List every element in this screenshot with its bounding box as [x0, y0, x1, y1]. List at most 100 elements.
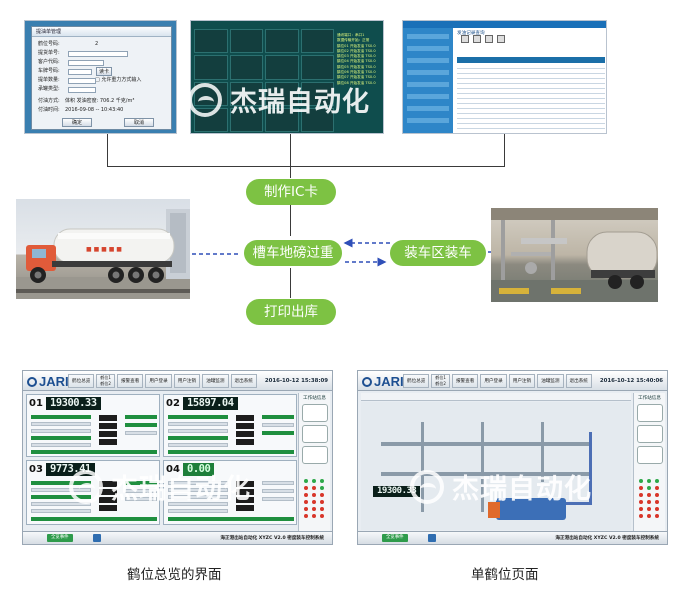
- tab-logout[interactable]: 用户注销: [173, 374, 201, 388]
- dialog-row: 承罐类型:: [38, 86, 60, 92]
- bay-number: 04: [166, 464, 180, 475]
- dialog-row: 付油方式:体积 发油密度: 706.2 千克/m³: [38, 98, 135, 104]
- tanker-truck-illustration: ■ ■ ■ ■ ■: [16, 209, 190, 299]
- video-cell: [300, 81, 334, 106]
- all-events-button[interactable]: 全览事件: [47, 534, 73, 542]
- tab-overview[interactable]: 鹤位总览: [68, 374, 95, 388]
- dialog-row: 提单数量:□ 允许重力方式输入: [38, 77, 142, 83]
- read-card-button[interactable]: 读卡: [96, 67, 112, 76]
- tab-logout[interactable]: 用户注销: [508, 374, 536, 388]
- caption-single-bay: 单鹤位页面: [471, 567, 539, 583]
- jari-logo: JARI: [27, 374, 69, 389]
- records-table-header: [457, 57, 605, 63]
- dialog-row: 鹤位号码:2: [38, 41, 99, 47]
- dialog-title: 提油单管理: [32, 27, 171, 37]
- tab-tank-monitor[interactable]: 油罐监测: [537, 374, 564, 388]
- caption-overview: 鹤位总览的界面: [127, 567, 222, 583]
- toolbar-icon[interactable]: [473, 35, 481, 43]
- delivery-number-field[interactable]: [68, 51, 128, 57]
- dialog-row: 客户代码:: [38, 59, 60, 65]
- connector-line: [290, 204, 291, 236]
- status-box: [301, 404, 328, 422]
- jari-logo-icon: [362, 377, 372, 387]
- jari-logo-icon: [27, 377, 37, 387]
- ok-button[interactable]: 确定: [62, 118, 92, 127]
- tank-type-field[interactable]: [68, 87, 96, 93]
- video-grid: [194, 29, 334, 132]
- video-cell: [300, 55, 334, 80]
- hmi-clock: 2016-10-12 15:40:06: [599, 378, 663, 384]
- node-make-ic-card: 制作IC卡: [246, 179, 336, 205]
- video-cell: [194, 29, 228, 54]
- video-cell: [194, 55, 228, 80]
- footer-button[interactable]: [428, 534, 436, 542]
- plate-number-field[interactable]: [68, 69, 92, 75]
- loading-area-illustration: [491, 208, 658, 302]
- connector-line: [290, 268, 291, 298]
- order-quantity-field[interactable]: [68, 78, 96, 84]
- bay-volume-display: 0.00: [183, 463, 215, 476]
- loading-area-photo: [491, 208, 658, 302]
- toolbar-icon[interactable]: [497, 35, 505, 43]
- toolbar-icon[interactable]: [485, 35, 493, 43]
- connector-line: [107, 166, 505, 167]
- tab-login[interactable]: 用户登录: [480, 374, 507, 388]
- dialog-row: 车牌号码:: [38, 68, 60, 74]
- workstation-title: 工作站信息: [638, 396, 661, 401]
- bay-panel: 02 15897.04: [163, 394, 297, 457]
- node-loading-area: 装车区装车: [390, 240, 486, 266]
- video-cell: [265, 55, 299, 80]
- dialog-row: 提货单号:: [38, 50, 60, 56]
- workstation-title: 工作站信息: [303, 396, 326, 401]
- hmi-footer: 全览事件 海正港出站自动化 XYZC V2.0 密度装车控制系统: [23, 531, 332, 544]
- video-cell: [229, 55, 263, 80]
- workstation-panel: 工作站信息: [633, 393, 665, 531]
- hmi-clock: 2016-10-12 15:38:09: [264, 378, 328, 384]
- video-cell: [229, 81, 263, 106]
- tab-tank-monitor[interactable]: 油罐监测: [202, 374, 229, 388]
- toolbar-icon[interactable]: [461, 35, 469, 43]
- node-print-outbound: 打印出库: [246, 299, 336, 325]
- system-name: 海正港出站自动化 XYZC V2.0 密度装车控制系统: [555, 536, 659, 541]
- bay-number: 02: [166, 398, 180, 409]
- connector-line: [107, 134, 108, 167]
- tab-alarms[interactable]: 报警查看: [451, 374, 479, 388]
- footer-button[interactable]: [93, 534, 101, 542]
- hmi-footer: 全览事件 海正港出站自动化 XYZC V2.0 密度装车控制系统: [358, 531, 667, 544]
- records-table: [457, 65, 605, 133]
- video-cell: [265, 29, 299, 54]
- dialog-row: 付油时间:2016-09-08 -- 10:43:40: [38, 107, 124, 113]
- tab-exit[interactable]: 退出系统: [565, 374, 592, 388]
- tab-exit[interactable]: 退出系统: [230, 374, 257, 388]
- customer-code-field[interactable]: [68, 60, 104, 66]
- window-title-bar: [403, 21, 606, 28]
- status-box: [301, 446, 328, 464]
- video-cell: [300, 29, 334, 54]
- node-weighbridge: 槽车地磅过重: [244, 240, 342, 266]
- bay-panel: 01 19300.33: [26, 394, 160, 457]
- tab-login[interactable]: 用户登录: [145, 374, 172, 388]
- workstation-panel: 工作站信息: [298, 393, 330, 531]
- bay-volume-display: 19300.33: [373, 486, 421, 497]
- bay-number: 01: [29, 398, 43, 409]
- tab-alarms[interactable]: 报警查看: [116, 374, 144, 388]
- bay-panel: 04 0.00: [163, 460, 297, 525]
- jari-logo: JARI: [362, 374, 404, 389]
- status-box: [636, 446, 663, 464]
- cancel-button[interactable]: 取消: [124, 118, 154, 127]
- connector-line: [504, 134, 505, 167]
- system-name: 海正港出站自动化 XYZC V2.0 密度装车控制系统: [220, 536, 324, 541]
- all-events-button[interactable]: 全览事件: [382, 534, 408, 542]
- video-cell: [300, 107, 334, 132]
- tab-overview[interactable]: 鹤位总览: [403, 374, 430, 388]
- bay-toolbar: [361, 393, 631, 401]
- connector-line: [290, 134, 291, 178]
